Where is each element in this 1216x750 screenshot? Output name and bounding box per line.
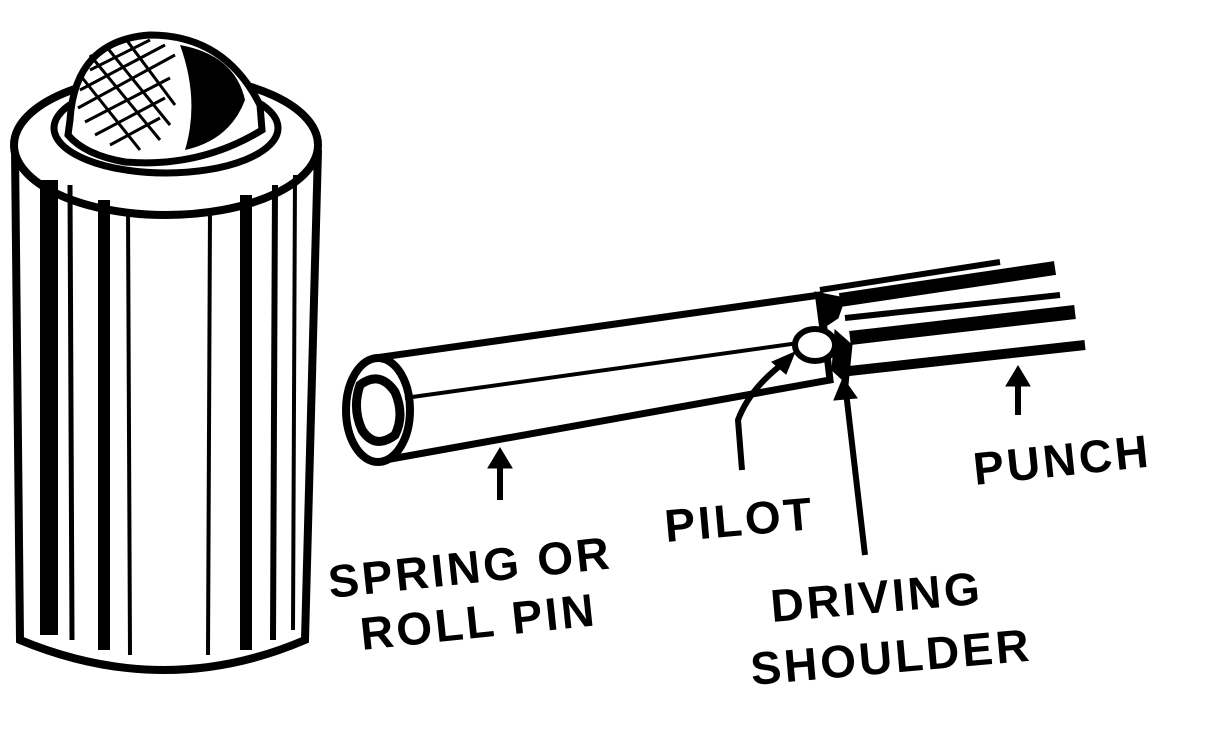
label-pilot: PILOT [662, 487, 816, 552]
pilot-arrow [734, 351, 796, 471]
roll-pin [342, 291, 834, 466]
punch-arrow [1005, 365, 1031, 415]
label-punch: PUNCH [971, 425, 1154, 495]
label-driving-line1: DRIVING [768, 562, 984, 632]
punch-tool [792, 259, 1086, 387]
shoulder-arrow [833, 376, 868, 556]
ball-ended-cylinder [10, 31, 322, 674]
pin-arrow [487, 447, 513, 500]
